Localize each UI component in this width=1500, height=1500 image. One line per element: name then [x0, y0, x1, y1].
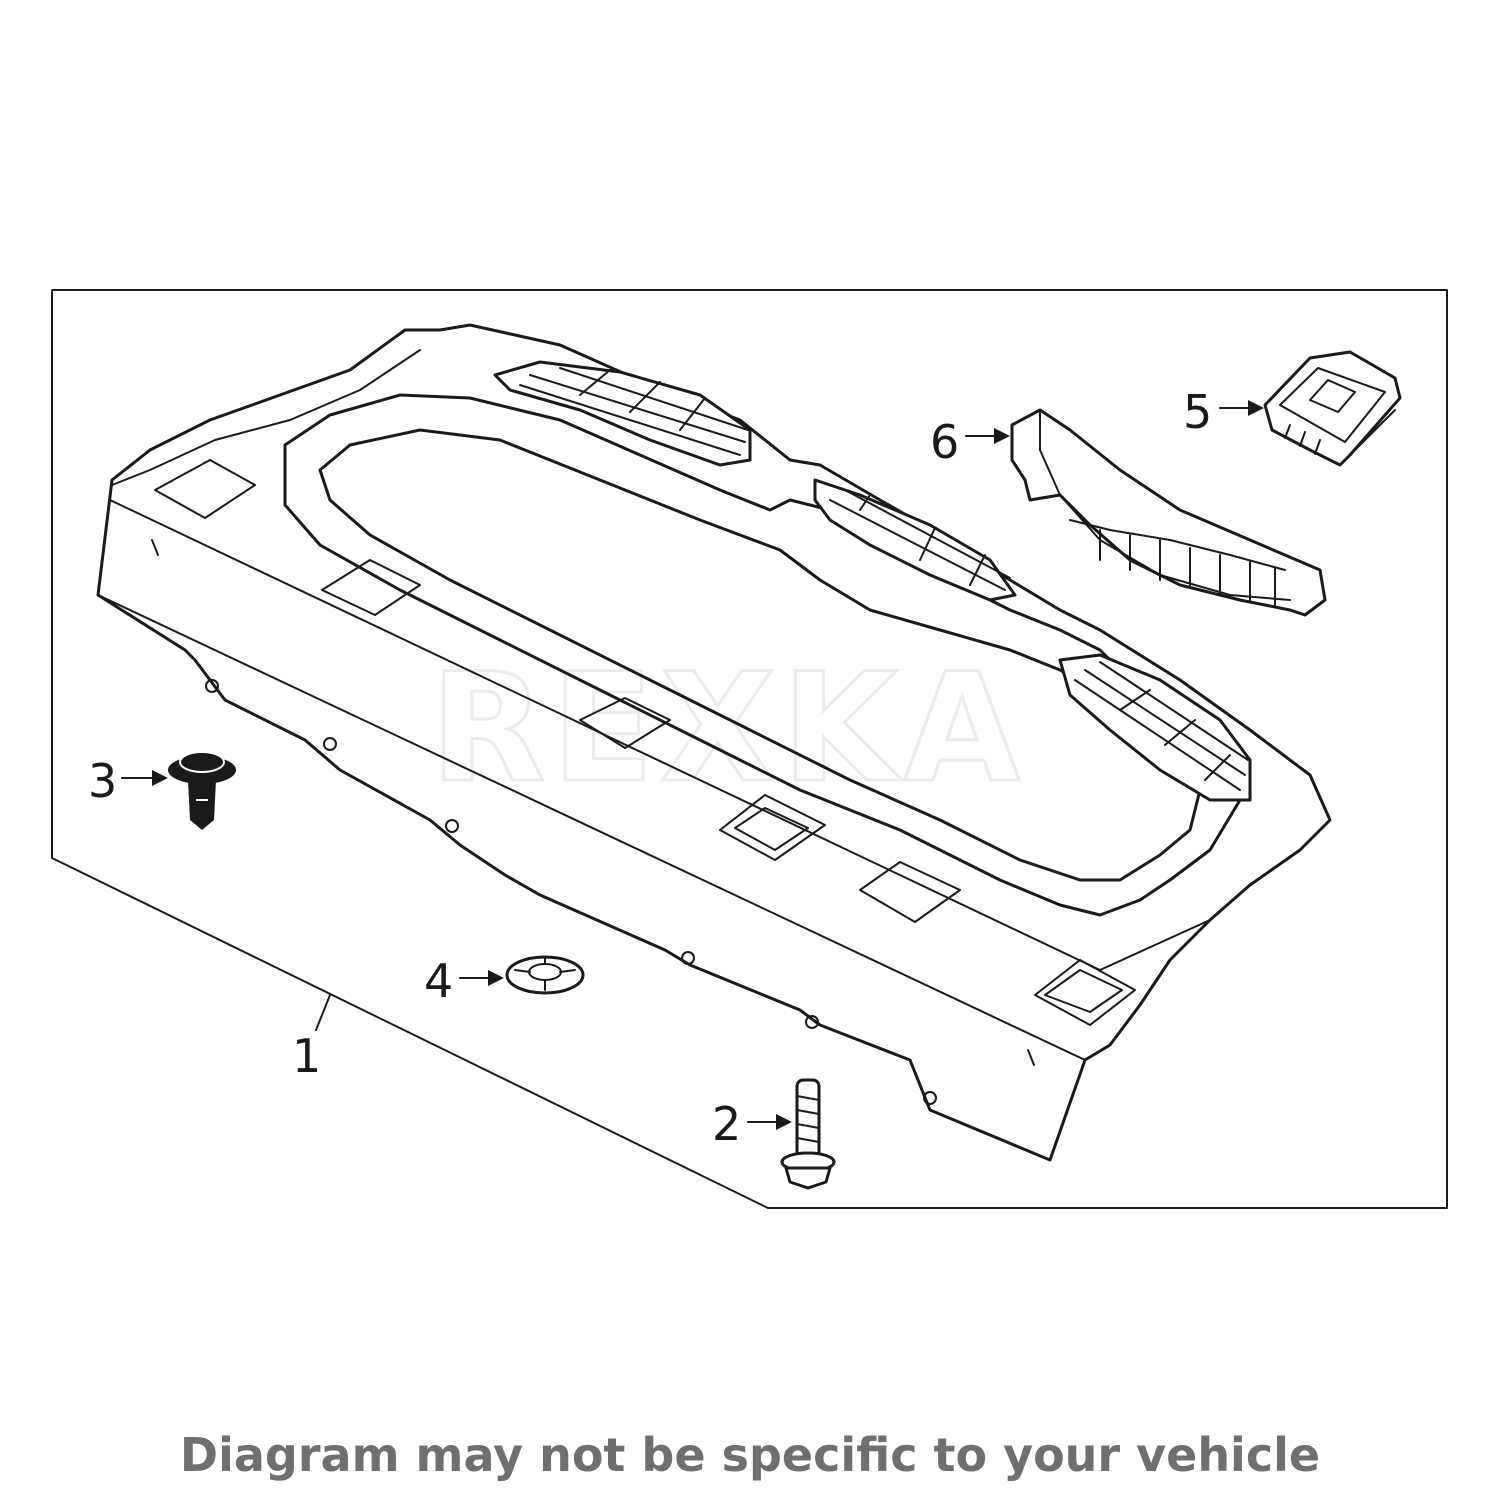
- package-tray-part: [96, 323, 1332, 1162]
- diagram-frame: [51, 289, 1448, 1209]
- push-clip-part: [168, 751, 236, 830]
- cover-cap-part: [1263, 350, 1402, 467]
- callout-2: 2: [712, 1097, 792, 1151]
- callout-6: 6: [930, 415, 1010, 469]
- callout-3: 3: [88, 754, 168, 808]
- grommet-part: [505, 955, 585, 995]
- callout-1: 1: [292, 994, 331, 1083]
- callout-4: 4: [424, 954, 504, 1008]
- callout-5: 5: [1183, 385, 1264, 439]
- watermark: REXKA: [430, 642, 1026, 816]
- svg-text:1: 1: [292, 1029, 321, 1083]
- bolt-part: [780, 1078, 836, 1190]
- svg-text:5: 5: [1183, 385, 1212, 439]
- disclaimer-text: Diagram may not be specific to your vehi…: [179, 1428, 1321, 1482]
- svg-text:6: 6: [930, 415, 959, 469]
- svg-text:4: 4: [424, 954, 453, 1008]
- svg-text:3: 3: [88, 754, 117, 808]
- svg-text:2: 2: [712, 1097, 741, 1151]
- side-trim-part: [1010, 408, 1327, 617]
